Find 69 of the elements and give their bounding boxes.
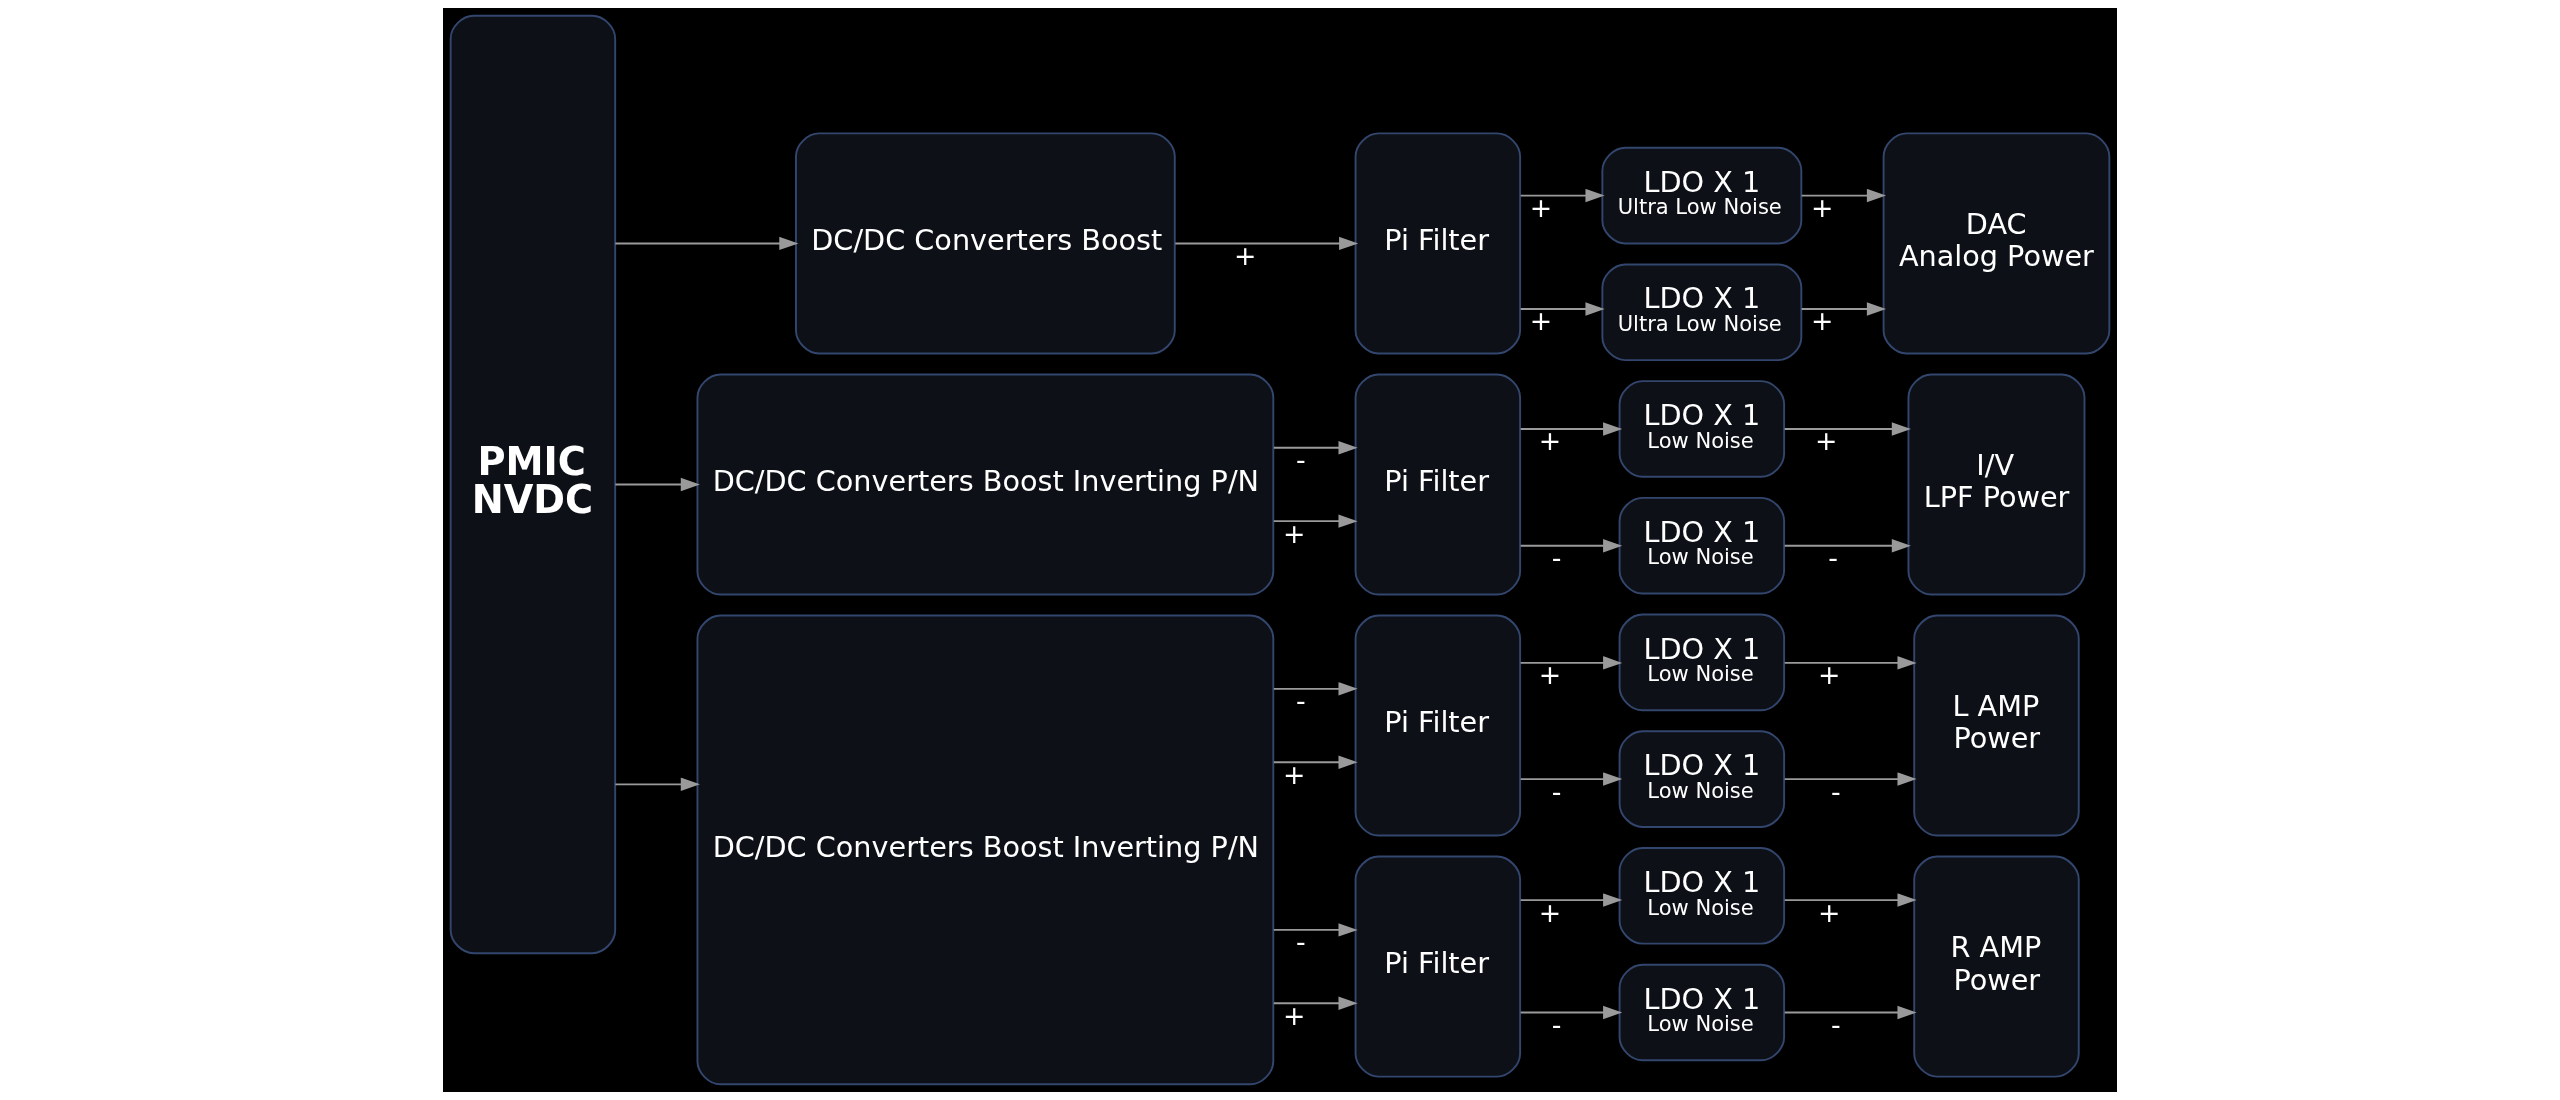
edge-label: - <box>1296 444 1306 476</box>
edge-label: + <box>1538 659 1562 691</box>
edge-label: + <box>1817 896 1841 928</box>
edge-label: - <box>1830 775 1841 807</box>
arrow <box>1272 682 1358 696</box>
node-box: I/V LPF Power <box>1907 373 2086 596</box>
arrow <box>1519 422 1623 436</box>
edge-label: + <box>1283 999 1306 1031</box>
edge-label: + <box>1811 305 1834 337</box>
arrow <box>1783 772 1917 786</box>
node-box: DAC Analog Power <box>1882 132 2111 355</box>
node-box: Pi Filter <box>1354 855 1522 1078</box>
arrow <box>1800 302 1887 316</box>
edge-label: + <box>1283 517 1306 549</box>
edge-label: + <box>1817 659 1841 691</box>
arrow <box>1519 1005 1623 1020</box>
node-box: LDO X 1 Ultra Low Noise <box>1601 263 1803 362</box>
node-box: LDO X 1 Low Noise <box>1618 730 1786 828</box>
arrow <box>614 236 799 251</box>
edge-label: + <box>1815 425 1838 457</box>
node-box: Pi Filter <box>1354 614 1522 837</box>
edge-label: - <box>1828 542 1838 574</box>
node-box: LDO X 1 Ultra Low Noise <box>1601 146 1803 245</box>
arrow <box>1783 422 1911 436</box>
edge-label: + <box>1538 425 1562 457</box>
arrow <box>1174 236 1359 251</box>
node-box: PMIC NVDC <box>449 14 617 955</box>
arrow <box>1783 539 1911 553</box>
edge-label: + <box>1811 192 1834 224</box>
edge-label: - <box>1830 1008 1841 1040</box>
node-box: DC/DC Converters Boost Inverting P/N <box>696 373 1275 596</box>
edge-label: + <box>1529 305 1553 337</box>
arrow <box>1783 893 1917 907</box>
edge-label: + <box>1234 239 1257 271</box>
arrow <box>1519 656 1623 670</box>
arrow <box>1519 188 1605 203</box>
arrow <box>1800 188 1887 203</box>
edge-label: + <box>1529 192 1553 224</box>
node-box: LDO X 1 Low Noise <box>1618 847 1786 945</box>
arrow <box>1519 302 1605 316</box>
node-box: DC/DC Converters Boost Inverting P/N <box>696 614 1275 1086</box>
arrow <box>614 477 700 492</box>
edge-label: - <box>1296 685 1306 717</box>
node-box: LDO X 1 Low Noise <box>1618 963 1786 1062</box>
edge-label: - <box>1551 542 1562 574</box>
edge-label: - <box>1551 1008 1562 1040</box>
node-box: LDO X 1 Low Noise <box>1618 380 1786 478</box>
node-box: Pi Filter <box>1354 132 1522 355</box>
node-box: Pi Filter <box>1354 373 1522 596</box>
arrow <box>1519 772 1623 786</box>
arrow <box>1519 893 1623 907</box>
edge-label: - <box>1296 926 1306 958</box>
edge-label: - <box>1551 775 1562 807</box>
node-box: LDO X 1 Low Noise <box>1618 496 1786 595</box>
arrow <box>614 777 700 792</box>
node-box: R AMP Power <box>1913 855 2080 1078</box>
arrow <box>1272 441 1358 455</box>
arrow <box>1272 755 1358 769</box>
arrow <box>1272 923 1358 937</box>
arrow <box>1783 1005 1917 1020</box>
node-box: LDO X 1 Low Noise <box>1618 613 1786 712</box>
edge-label: + <box>1538 896 1562 928</box>
edge-label: + <box>1283 758 1306 790</box>
arrow <box>1783 656 1917 670</box>
arrow <box>1519 539 1623 553</box>
arrow <box>1272 514 1358 528</box>
node-box: DC/DC Converters Boost <box>795 132 1176 355</box>
node-box: L AMP Power <box>1913 614 2080 837</box>
arrow <box>1272 996 1358 1010</box>
